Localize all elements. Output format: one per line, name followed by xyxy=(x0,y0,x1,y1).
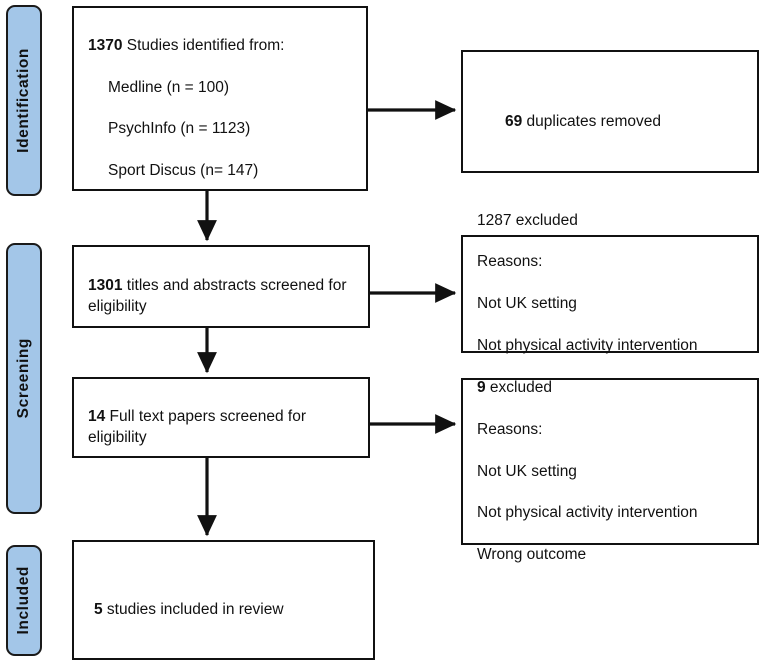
label-included: studies included in review xyxy=(102,601,284,618)
box-duplicates-removed: 69 duplicates removed xyxy=(461,50,759,173)
box-fulltext-screened: 14 Full text papers screened for eligibi… xyxy=(72,377,370,458)
stage-tab-identification: Identification xyxy=(6,5,42,196)
count-excluded-fulltext: 9 xyxy=(477,379,486,397)
box-duplicates-removed-text: 69 duplicates removed xyxy=(463,91,661,133)
box-studies-identified-text: 1370 Studies identified from: Medline (n… xyxy=(74,15,284,181)
box-fulltext-screened-text: 14 Full text papers screened for eligibi… xyxy=(74,386,368,448)
reason-fulltext-1: Not UK setting xyxy=(477,462,577,480)
box-excluded-screening: 1287 excluded Reasons: Not UK setting No… xyxy=(461,212,759,395)
box-titles-abstracts-screened: 1301 titles and abstracts screened for e… xyxy=(72,245,370,328)
label-fulltext: Full text papers screened for eligibilit… xyxy=(88,408,306,446)
box-studies-identified: 1370 Studies identified from: Medline (n… xyxy=(72,6,368,191)
stage-tab-screening: Screening xyxy=(6,243,42,514)
label-duplicates: duplicates removed xyxy=(522,112,661,130)
stage-tab-included: Included xyxy=(6,545,42,656)
reason-screening-1: Not UK setting xyxy=(477,295,577,312)
reason-fulltext-2: Not physical activity intervention xyxy=(477,504,698,522)
source-psychinfo: PsychInfo (n = 1123) xyxy=(108,120,251,138)
box-excluded-fulltext: 9 excluded Reasons: Not UK setting Not p… xyxy=(461,378,759,563)
count-excluded-screening: 1287 xyxy=(477,211,512,229)
source-sportdiscus: Sport Discus (n= 147) xyxy=(108,161,259,179)
count-screened: 1301 xyxy=(88,277,123,295)
label-excluded-fulltext: excluded xyxy=(485,379,552,397)
reasons-label-screening: Reasons: xyxy=(477,253,543,271)
box-excluded-fulltext-text: 9 excluded Reasons: Not UK setting Not p… xyxy=(463,358,698,566)
reason-screening-2: Not physical activity intervention xyxy=(477,336,698,354)
count-duplicates: 69 xyxy=(505,112,523,130)
count-studies-identified: 1370 xyxy=(88,37,123,55)
label-screened: titles and abstracts screened for eligib… xyxy=(88,277,347,315)
source-medline: Medline (n = 100) xyxy=(108,78,230,96)
count-included: 5 xyxy=(94,601,103,618)
box-studies-included-text: 5 studies included in review xyxy=(74,579,284,621)
reason-fulltext-3: Wrong outcome xyxy=(477,545,587,563)
lead-studies-identified: Studies identified from: xyxy=(122,37,285,55)
label-excluded-screening: excluded xyxy=(511,211,578,229)
count-fulltext: 14 xyxy=(88,408,106,426)
box-titles-abstracts-screened-text: 1301 titles and abstracts screened for e… xyxy=(74,255,368,317)
box-studies-included: 5 studies included in review xyxy=(72,540,375,660)
reasons-label-fulltext: Reasons: xyxy=(477,420,543,438)
